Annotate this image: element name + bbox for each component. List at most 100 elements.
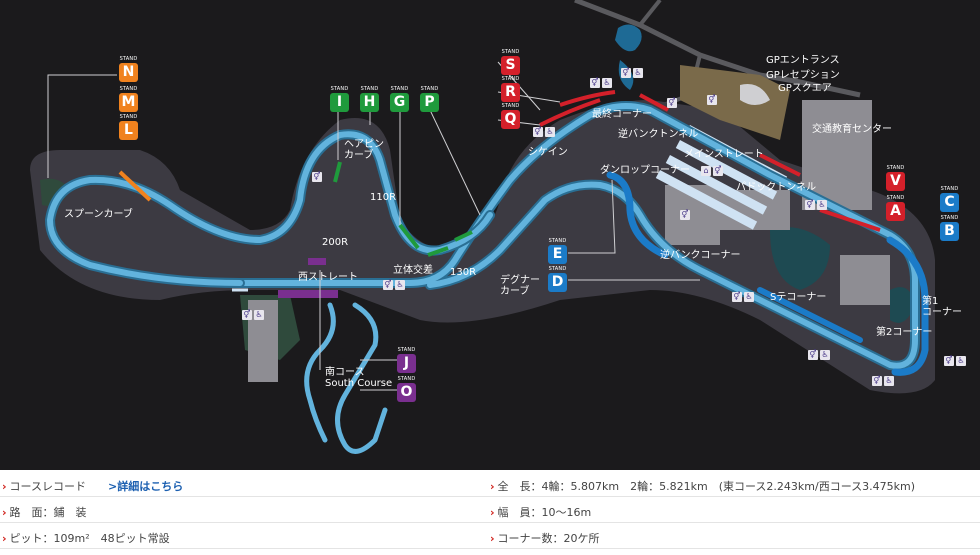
divider — [0, 548, 980, 549]
label-110r: 110R — [370, 192, 397, 203]
label-hairpin-1: ヘアピン — [344, 139, 384, 150]
info-width: ›幅 員：10～16m — [490, 506, 592, 519]
label-gp-square: GPスクエア — [778, 83, 832, 94]
record-label: コースレコード — [9, 480, 86, 493]
food-icon: ⌂ — [701, 166, 711, 176]
label-s-corner: Sテコーナー — [770, 292, 827, 303]
label-paddock-tunnel: パドックトンネル — [736, 182, 817, 193]
label-gp-reception: GPレセプション — [766, 70, 840, 81]
chevron-right-icon: › — [2, 532, 7, 545]
restroom-icon: ⚥ — [805, 200, 815, 210]
label-kotsu-center: 交通教育センター — [812, 124, 892, 135]
wheelchair-icon: ♿ — [602, 78, 612, 88]
restroom-icon: ⚥ — [533, 127, 543, 137]
wheelchair-icon: ♿ — [820, 350, 830, 360]
restroom-icon: ⚥ — [667, 98, 677, 108]
chevron-right-icon: › — [2, 506, 7, 519]
restroom-icon: ⚥ — [732, 292, 742, 302]
course-info: ›コースレコード>詳細はこちら ›路 面：鋪 装 ›ピット：109m² 48ピッ… — [0, 470, 980, 555]
restroom-icon: ⚥ — [242, 310, 252, 320]
red-stands — [539, 90, 881, 232]
wheelchair-icon: ♿ — [884, 376, 894, 386]
leader-lines — [47, 61, 700, 391]
label-corner-1a: 第1 — [922, 296, 939, 307]
label-degner-2: カーブ — [500, 286, 530, 297]
info-corners: ›コーナー数：20ケ所 — [490, 532, 600, 545]
building — [740, 84, 770, 105]
record-details-link[interactable]: >詳細はこちら — [108, 480, 184, 493]
wheelchair-icon: ♿ — [545, 127, 555, 137]
label-dunlop-corner: ダンロップコーナー — [600, 165, 690, 176]
label-130r: 130R — [450, 267, 477, 278]
chevron-right-icon: › — [2, 480, 7, 493]
building — [840, 255, 890, 305]
road — [574, 0, 861, 98]
restroom-icon: ⚥ — [590, 78, 600, 88]
label-gyaku-bank-corner: 逆バンクコーナー — [660, 250, 741, 261]
circuit-map: スプーンカーブ ヘアピン カーブ 110R 200R 西ストレート 立体交差 1… — [0, 0, 980, 470]
restroom-icon: ⚥ — [680, 210, 690, 220]
label-south-course: South Course — [325, 378, 393, 389]
purple-stands — [278, 258, 338, 298]
restroom-icon: ⚥ — [944, 356, 954, 366]
divider — [0, 522, 980, 523]
label-chicane: シケイン — [528, 147, 568, 158]
building — [680, 65, 790, 140]
label-main-straight: メインストレート — [684, 149, 764, 160]
wheelchair-icon: ♿ — [744, 292, 754, 302]
label-spoon-curve: スプーンカーブ — [64, 209, 133, 220]
label-hairpin-2: カーブ — [344, 150, 374, 161]
restroom-icon: ⚥ — [383, 280, 393, 290]
pond — [770, 227, 830, 290]
restroom-icon: ⚥ — [621, 68, 631, 78]
wheelchair-icon: ♿ — [956, 356, 966, 366]
label-corner-1b: コーナー — [922, 307, 962, 318]
label-corner-2: 第2コーナー — [876, 327, 933, 338]
divider — [0, 496, 980, 497]
info-length: ›全 長：4輪：5.807km 2輪：5.821km (東コース2.243km/… — [490, 480, 916, 493]
restroom-icon: ⚥ — [808, 350, 818, 360]
restroom-icon: ⚥ — [707, 95, 717, 105]
label-nishi-straight: 西ストレート — [298, 272, 358, 283]
chevron-right-icon: › — [490, 532, 495, 545]
wheelchair-icon: ♿ — [633, 68, 643, 78]
wheelchair-icon: ♿ — [395, 280, 405, 290]
road — [638, 0, 662, 27]
label-minami-course: 南コース — [325, 367, 365, 378]
info-record: ›コースレコード >詳細はこちら — [2, 478, 183, 494]
wheelchair-icon: ♿ — [817, 200, 827, 210]
info-surface: ›路 面：鋪 装 — [2, 506, 87, 519]
label-rittai-kosa: 立体交差 — [393, 265, 433, 276]
label-saishu-corner: 最終コーナー — [592, 109, 652, 120]
green-stands — [333, 161, 473, 257]
restroom-icon: ⚥ — [312, 172, 322, 182]
pond — [890, 287, 915, 323]
label-200r: 200R — [322, 237, 349, 248]
chevron-right-icon: › — [490, 506, 495, 519]
label-gyaku-bank-tunnel: 逆バンクトンネル — [618, 129, 699, 140]
wheelchair-icon: ♿ — [254, 310, 264, 320]
restroom-icon: ⚥ — [713, 166, 723, 176]
info-pit: ›ピット：109m² 48ピット常設 — [2, 532, 170, 545]
restroom-icon: ⚥ — [872, 376, 882, 386]
label-degner-1: デグナー — [500, 275, 540, 286]
pond — [615, 24, 642, 52]
